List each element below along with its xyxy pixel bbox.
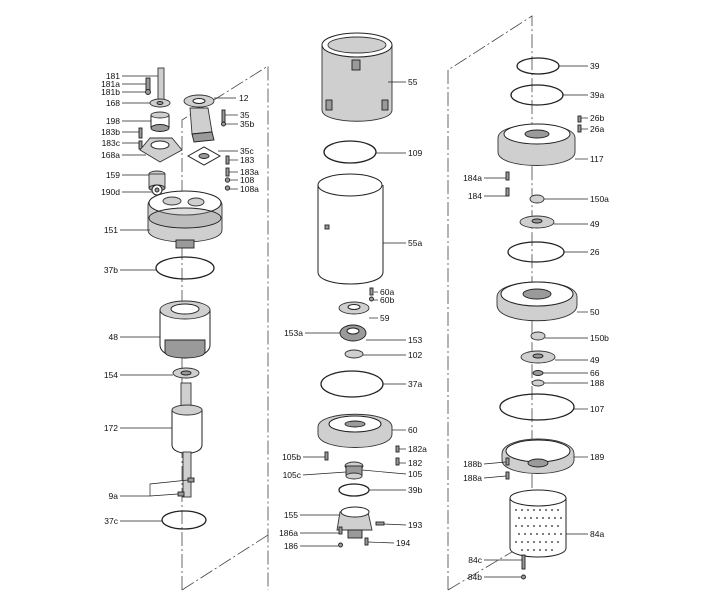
label-183a: 183a [240, 167, 259, 177]
label-26b: 26b [590, 113, 604, 123]
label-150b: 150b [590, 333, 609, 343]
label-184: 184 [468, 191, 482, 201]
label-184a: 184a [463, 173, 482, 183]
label-182: 182 [408, 458, 422, 468]
label-60: 60 [408, 425, 418, 435]
ring-39 [516, 57, 560, 75]
bushing-150a [529, 194, 545, 204]
label-117: 117 [590, 154, 604, 164]
label-186: 186 [284, 541, 298, 551]
label-189: 189 [590, 452, 604, 462]
middle-column-parts [317, 32, 400, 548]
label-181a: 181a [101, 79, 120, 89]
label-193: 193 [408, 520, 422, 530]
label-150a: 150a [590, 194, 609, 204]
washer-188 [531, 379, 545, 387]
label-190d: 190d [101, 187, 120, 197]
label-39b: 39b [408, 485, 422, 495]
label-105: 105 [408, 469, 422, 479]
label-9a: 9a [109, 491, 119, 501]
oring-37c [161, 510, 207, 530]
cover-168a [139, 137, 183, 163]
ring-107 [499, 393, 575, 421]
leader-lines [120, 65, 588, 578]
label-186a: 186a [279, 528, 298, 538]
label-26a: 26a [590, 124, 604, 134]
label-12: 12 [239, 93, 249, 103]
ring-109 [323, 140, 377, 164]
ring-102 [344, 349, 364, 359]
label-181: 181 [106, 71, 120, 81]
nut-66 [532, 370, 544, 376]
sleeve-55a [317, 185, 384, 285]
label-155: 155 [284, 510, 298, 520]
label-188b: 188b [463, 459, 482, 469]
label-60a: 60a [380, 287, 394, 297]
ring-39a [510, 84, 564, 106]
label-59: 59 [380, 313, 390, 323]
label-55: 55 [408, 77, 418, 87]
label-26: 26 [590, 247, 600, 257]
bushing-150b [530, 331, 546, 341]
label-168a: 168a [101, 150, 120, 160]
label-183c: 183c [102, 138, 121, 148]
label-188a: 188a [463, 473, 482, 483]
label-48: 48 [109, 332, 119, 342]
label-35b: 35b [240, 119, 254, 129]
label-49: 49 [590, 219, 600, 229]
left-column-parts [138, 67, 231, 530]
label-39: 39 [590, 61, 600, 71]
label-84b: 84b [468, 572, 482, 582]
label-39a: 39a [590, 90, 604, 100]
label-107: 107 [590, 404, 604, 414]
label-198: 198 [106, 116, 120, 126]
label-182a: 182a [408, 444, 427, 454]
oring-37a [320, 370, 384, 398]
ring-26 [507, 241, 565, 263]
label-55a: 55a [408, 238, 422, 248]
label-151: 151 [104, 225, 118, 235]
label-159: 159 [106, 170, 120, 180]
label-60b: 60b [380, 295, 394, 305]
label-105c: 105c [283, 470, 302, 480]
label-108a: 108a [240, 184, 259, 194]
right-column-parts [496, 57, 582, 580]
label-37c: 37c [104, 516, 118, 526]
label-35: 35 [240, 110, 250, 120]
label-109: 109 [408, 148, 422, 158]
label-105b: 105b [282, 452, 301, 462]
screw-181a [145, 77, 151, 91]
frame-lines [181, 15, 533, 591]
label-66: 66 [590, 368, 600, 378]
label-50: 50 [590, 307, 600, 317]
label-181b: 181b [101, 87, 120, 97]
label-49b: 49 [590, 355, 600, 365]
label-183b: 183b [101, 127, 120, 137]
label-84c: 84c [468, 555, 482, 565]
part-labels: 181 181a 181b 168 198 183b 183c 168a 159… [101, 61, 609, 582]
label-35c: 35c [240, 146, 254, 156]
label-37a: 37a [408, 379, 422, 389]
label-183: 183 [240, 155, 254, 165]
label-37b: 37b [104, 265, 118, 275]
oring-37b [155, 256, 215, 280]
ring-39b [338, 483, 370, 497]
label-154: 154 [104, 370, 118, 380]
strainer-84a [509, 498, 567, 558]
label-84a: 84a [590, 529, 604, 539]
label-188: 188 [590, 378, 604, 388]
label-172: 172 [104, 423, 118, 433]
label-168: 168 [106, 98, 120, 108]
label-153: 153 [408, 335, 422, 345]
label-153a: 153a [284, 328, 303, 338]
label-108: 108 [240, 175, 254, 185]
label-102: 102 [408, 350, 422, 360]
label-194: 194 [396, 538, 410, 548]
frame-55 [321, 45, 393, 122]
